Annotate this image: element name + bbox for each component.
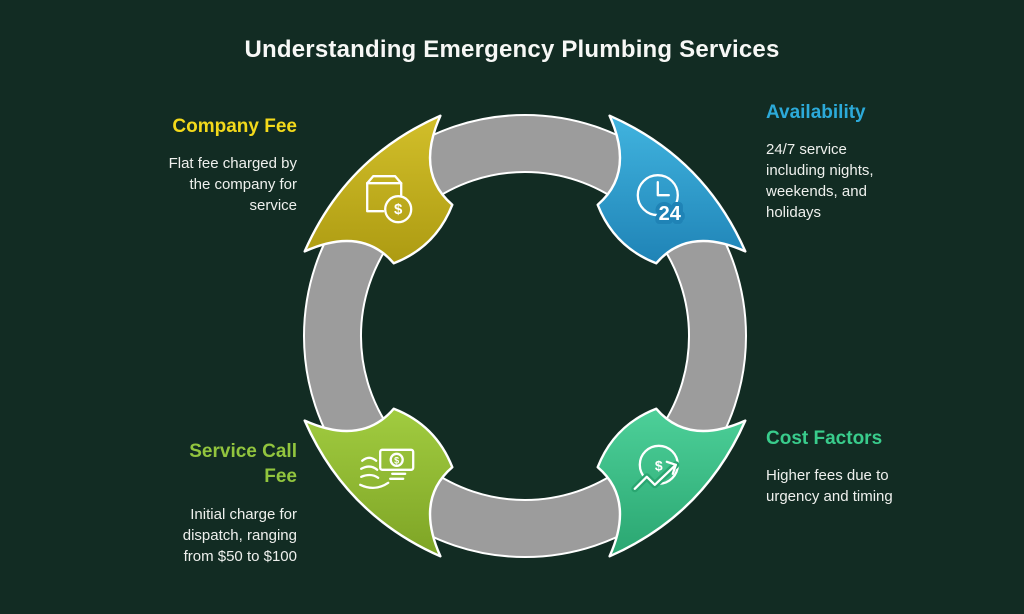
page-title: Understanding Emergency Plumbing Service… <box>244 36 780 63</box>
svg-text:$: $ <box>394 201 403 218</box>
section-body-line: the company for <box>189 176 297 194</box>
section-body-line: weekends, and <box>766 183 867 201</box>
section-body-line: holidays <box>766 204 822 222</box>
section-cost-factors: Cost Factors Higher fees due to urgency … <box>766 426 1001 507</box>
section-body-line: dispatch, ranging <box>182 526 297 544</box>
section-heading-line: Service Call <box>189 441 297 462</box>
hand-cash-icon: $ <box>359 448 415 489</box>
section-body-line: Higher fees due to <box>766 467 889 485</box>
section-body-line: 24/7 service <box>766 141 847 159</box>
segment-service-call-fee <box>303 407 454 558</box>
section-body-line: Initial charge for <box>190 505 297 523</box>
section-heading: Company Fee <box>172 116 297 137</box>
section-heading: Service Call Fee <box>67 439 297 490</box>
svg-text:$: $ <box>655 457 663 473</box>
section-company-fee: Company Fee Flat fee charged by the comp… <box>67 114 297 216</box>
package-dollar-icon: $ <box>366 175 413 224</box>
segment-company-fee <box>303 114 454 265</box>
clock-24-icon: 24 <box>636 174 686 229</box>
svg-text:24: 24 <box>659 203 682 225</box>
section-service-call-fee: Service Call Fee Initial charge for disp… <box>67 439 297 567</box>
section-body-line: service <box>249 197 297 215</box>
segment-cost-factors <box>596 407 747 558</box>
section-body-line: including nights, <box>766 162 874 180</box>
section-body-line: from $50 to $100 <box>183 547 297 565</box>
svg-text:$: $ <box>394 455 399 465</box>
section-body-line: urgency and timing <box>766 488 893 506</box>
section-heading: Availability <box>766 102 866 123</box>
dollar-growth-icon: $ <box>631 444 680 493</box>
section-heading-line: Fee <box>264 466 297 488</box>
segment-availability <box>596 114 747 265</box>
section-heading: Cost Factors <box>766 428 883 449</box>
section-availability: Availability 24/7 service including nigh… <box>766 100 991 223</box>
section-body-line: Flat fee charged by <box>168 155 297 173</box>
